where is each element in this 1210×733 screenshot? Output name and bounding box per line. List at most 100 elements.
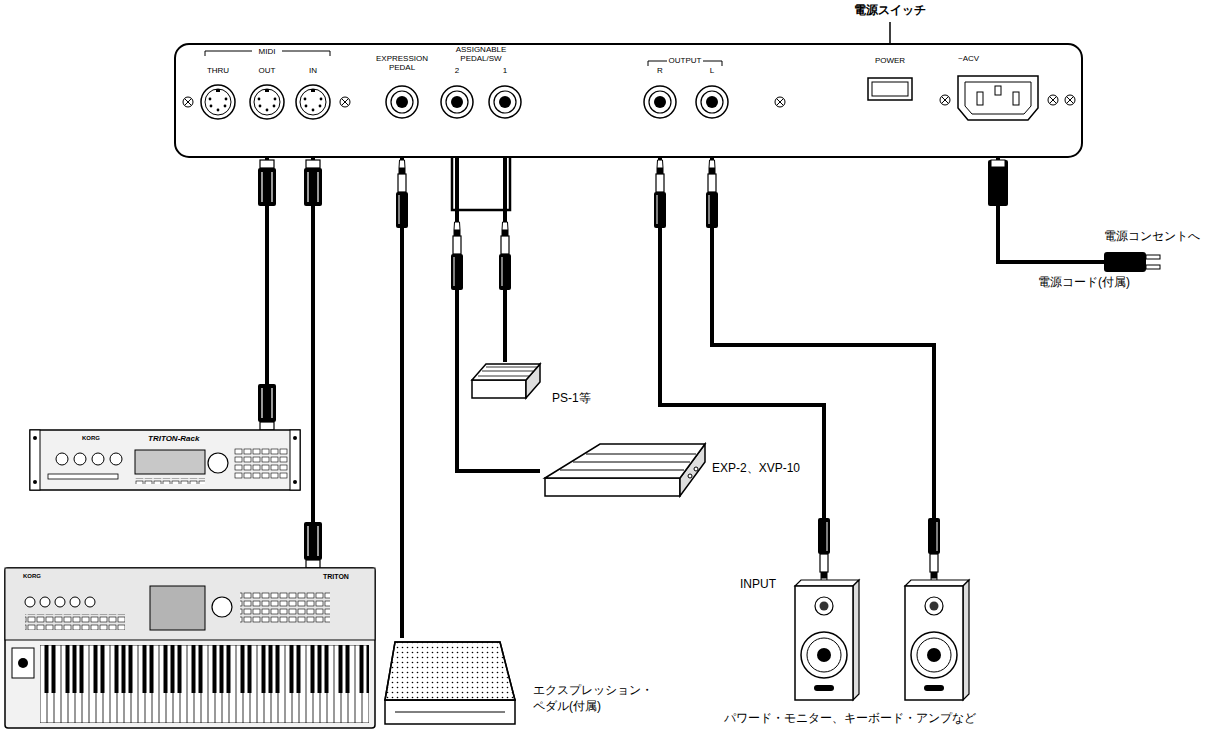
speaker-pair-part [795,580,859,586]
speaker-pair: INPUT パワード・モニター、キーボード・アンプなど [700,578,1000,730]
power-switch: POWER [862,56,918,104]
power-cord-part [1030,260,1106,264]
device-label: INPUT [740,578,790,592]
volume-pedal-part [560,454,696,470]
midi-jack: IN [293,66,333,120]
keyboard-part [5,568,375,728]
device-label: パワード・モニター、キーボード・アンプなど [700,712,1000,726]
keyboard-part [40,597,50,607]
expression-pedal-part [385,700,515,724]
ac-inlet: ~ACV [952,54,1044,124]
device-label: PS-1等 [552,392,608,406]
rack-module-part [56,453,68,465]
leader-line-part [889,22,891,44]
rack-module-part [30,430,300,490]
expression-pedal-part [385,642,515,700]
expression-pedal: エクスプレッション・ ペダル(付属) [385,638,665,730]
volume-pedal-part [545,444,705,478]
cable-plugs-part [396,160,408,228]
rack-module-part [33,436,37,440]
jack-label: 1 [488,66,522,75]
rack-module-part [234,448,288,480]
keyboard-part [55,597,65,607]
rear-panel-part [696,86,728,118]
expression-pedal-part [395,712,505,713]
rear-panel-part [1048,95,1058,105]
rack-module-part [48,474,118,479]
footswitch-part [472,364,540,380]
speaker-pair-part [930,602,939,611]
speaker-pair-part [905,586,963,700]
speaker-pair-part [820,602,829,611]
phone-jack: EXPRESSION PEDAL [372,54,432,120]
rear-panel-part [965,82,1031,114]
rear-panel-part [995,86,1001,95]
volume-pedal-part [694,467,698,471]
keyboard-part [240,592,330,624]
rack-module-part [135,478,205,484]
speaker-pair-part [853,580,859,700]
rear-panel-part [977,92,983,105]
cable-plugs-part [706,160,718,228]
rack-module-part [208,453,228,473]
cable [660,120,824,578]
rear-panel [175,44,1082,157]
rear-panel-part [296,85,330,119]
cable-plugs-part [451,222,463,290]
keyboard-part [25,597,35,607]
midi-jack: OUT [247,66,287,120]
cable-plugs [258,160,1008,586]
power-cord-part [1146,255,1160,259]
cable-plugs-part [991,160,1005,167]
power-cord-part [1146,265,1160,269]
power-cord [1030,252,1160,272]
rear-panel-part [489,86,521,118]
speaker-pair-part [963,580,969,700]
switch-label: POWER [862,56,918,65]
rack-module-part [135,450,205,474]
rack-module-part [33,480,37,484]
jack-label: IN [293,66,333,75]
phone-jack: L [695,66,729,120]
jack-label: L [695,66,729,75]
keyboard-part [85,597,95,607]
cable-plugs-part [304,522,322,568]
keyboard [5,568,375,728]
speaker-pair-part [814,685,834,691]
speaker-pair-part [807,638,841,672]
keyboard-part [40,645,369,693]
rack-module-part [293,480,297,484]
volume-pedal-part [545,478,680,496]
jack-label: EXPRESSION PEDAL [372,54,432,72]
brand-label: KORG [82,435,112,442]
brand-label: TRITON [323,573,369,581]
cord-label: 電源コンセントへ [1100,230,1200,244]
rear-panel-part [201,85,235,119]
speaker-pair-part [815,597,833,615]
speaker-pair-part [924,685,944,691]
rack-module [30,430,300,490]
rear-panel-part [441,86,473,118]
power-cord-part [1104,252,1146,272]
rear-panel-part [872,82,908,96]
cord-label: 電源コード(付属) [1038,276,1168,290]
volume-pedal [545,444,705,496]
callout-label: 電源スイッチ [850,4,930,18]
group-label: ASSIGNABLE PEDAL/SW [441,45,521,63]
rack-module-part [290,430,300,490]
rack-module: KORGTRITON-Rack [30,430,300,490]
cable-plugs-part [928,518,940,586]
speaker-pair-part [905,580,969,586]
rear-panel-part [1013,92,1019,105]
footswitch [472,364,540,398]
keyboard-part [150,586,205,630]
cable-plugs-part [499,222,511,290]
keyboard-part [25,614,125,630]
rear-panel-part [958,76,1038,120]
speaker-pair-part [927,648,941,662]
jack-label: THRU [198,66,238,75]
group-label: MIDI [247,47,287,56]
footswitch-part [478,367,537,376]
